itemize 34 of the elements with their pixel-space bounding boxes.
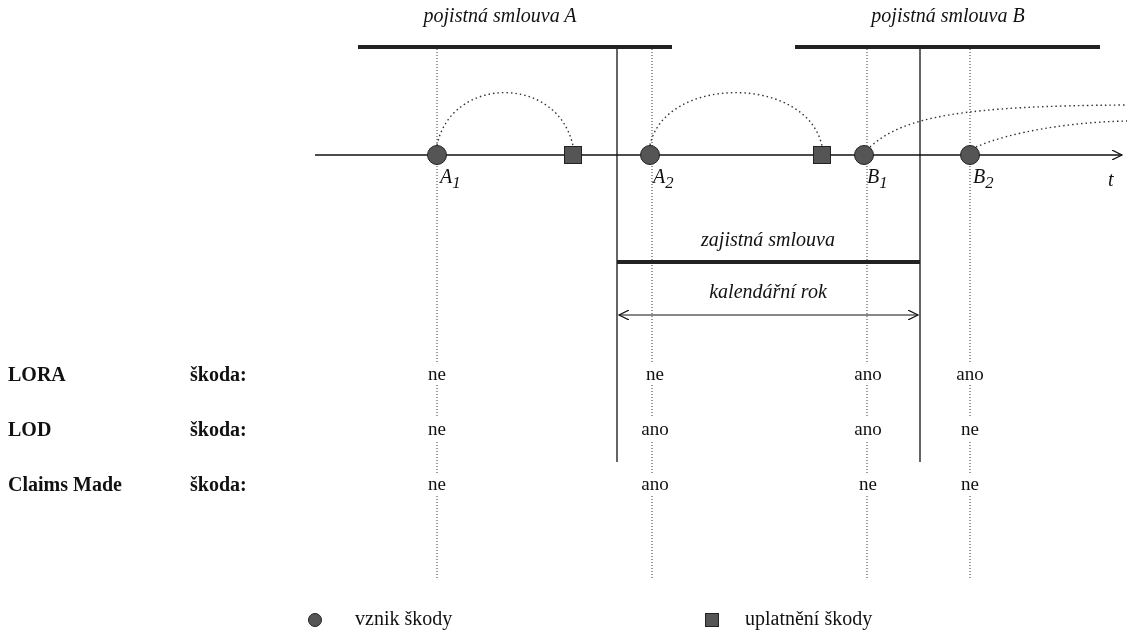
table-value: ne bbox=[643, 363, 667, 385]
claim-square bbox=[564, 146, 582, 164]
damage-occurrence-dot bbox=[427, 145, 447, 165]
point-label: A$_{2}$ bbox=[653, 165, 674, 193]
row-heading: LOD bbox=[8, 418, 52, 441]
point-label: B$_{2}$ bbox=[973, 165, 994, 193]
row-heading: LORA bbox=[8, 363, 66, 386]
contract-title: pojistná smlouva B bbox=[871, 4, 1025, 27]
dotted-arc-connector bbox=[649, 91, 823, 147]
point-label: B$_{1}$ bbox=[867, 165, 888, 193]
table-value: ne bbox=[958, 418, 982, 440]
point-label: A$_{1}$ bbox=[440, 165, 461, 193]
axis-label: t bbox=[1108, 168, 1114, 191]
legend-label: uplatnění škody bbox=[745, 607, 873, 630]
dotted-arc-connector bbox=[869, 104, 1127, 148]
damage-occurrence-dot bbox=[960, 145, 980, 165]
dotted-arc-connector bbox=[975, 120, 1127, 148]
table-value: ne bbox=[425, 363, 449, 385]
claim-square bbox=[813, 146, 831, 164]
row-heading: Claims Made bbox=[8, 473, 122, 496]
row-label: škoda: bbox=[190, 473, 247, 496]
damage-occurrence-dot bbox=[854, 145, 874, 165]
damage-occurrence-dot bbox=[640, 145, 660, 165]
table-value: ne bbox=[425, 473, 449, 495]
contract-title: pojistná smlouva A bbox=[423, 4, 577, 27]
table-value: ne bbox=[958, 473, 982, 495]
dotted-arc-connector bbox=[436, 91, 574, 147]
table-value: ne bbox=[856, 473, 880, 495]
row-label: škoda: bbox=[190, 418, 247, 441]
contract-title: zajistná smlouva bbox=[701, 228, 835, 251]
table-value: ne bbox=[425, 418, 449, 440]
row-label: škoda: bbox=[190, 363, 247, 386]
legend-label: vznik škody bbox=[355, 607, 453, 630]
period-label: kalendářní rok bbox=[709, 280, 827, 303]
